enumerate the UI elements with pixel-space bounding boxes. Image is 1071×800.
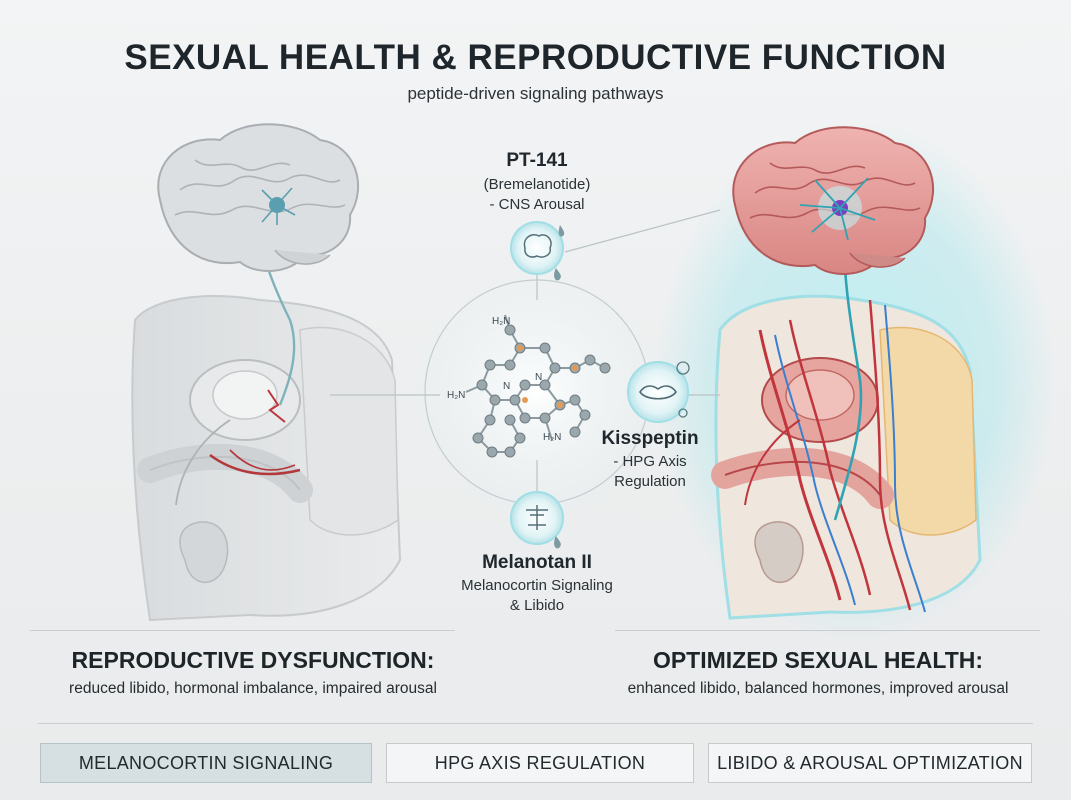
melanotan-desc-2: & Libido xyxy=(509,597,565,614)
melanotan-node xyxy=(510,491,564,549)
left-anatomy xyxy=(131,123,402,622)
divider-right xyxy=(615,630,1040,631)
kisspeptin-node xyxy=(627,361,690,423)
center-network xyxy=(330,209,721,549)
kisspeptin-desc-2: Regulation xyxy=(614,473,686,490)
kisspeptin-name: Kisspeptin xyxy=(601,428,699,449)
outcome-left-title: REPRODUCTIVE DYSFUNCTION: xyxy=(71,647,435,673)
right-anatomy xyxy=(655,120,1055,640)
pt141-name: PT-141 xyxy=(506,150,568,171)
melanotan-name: Melanotan II xyxy=(482,552,592,573)
divider-left xyxy=(30,630,455,631)
pt141-desc-1: (Bremelanotide) xyxy=(483,176,591,193)
tab-libido-arousal-optimization[interactable]: LIBIDO & AROUSAL OPTIMIZATION xyxy=(708,743,1032,783)
pt141-desc-2: - CNS Arousal xyxy=(489,196,585,213)
page-title: SEXUAL HEALTH & REPRODUCTIVE FUNCTION xyxy=(124,38,947,77)
molecule-label-n2: N xyxy=(503,381,511,392)
outcome-right-title: OPTIMIZED SEXUAL HEALTH: xyxy=(652,647,984,673)
outcome-left-desc: reduced libido, hormonal imbalance, impa… xyxy=(69,680,437,697)
molecule-label-n1: N xyxy=(535,372,543,383)
divider-bottom xyxy=(38,723,1033,724)
melanotan-desc-1: Melanocortin Signaling xyxy=(461,577,613,594)
kisspeptin-desc-1: - HPG Axis xyxy=(613,453,687,470)
page-subtitle: peptide-driven signaling pathways xyxy=(407,84,664,103)
molecule-label-amine-bottom: H₂N xyxy=(543,432,562,443)
tab-hpg-axis-regulation[interactable]: HPG AXIS REGULATION xyxy=(386,743,694,783)
molecule-label-amine-left: H₂N xyxy=(447,390,466,401)
pt141-node xyxy=(510,221,565,281)
tab-melanocortin-signaling[interactable]: MELANOCORTIN SIGNALING xyxy=(40,743,372,783)
outcome-right-desc: enhanced libido, balanced hormones, impr… xyxy=(627,680,1009,697)
molecule-label-amine-top: H₂N xyxy=(492,316,511,327)
